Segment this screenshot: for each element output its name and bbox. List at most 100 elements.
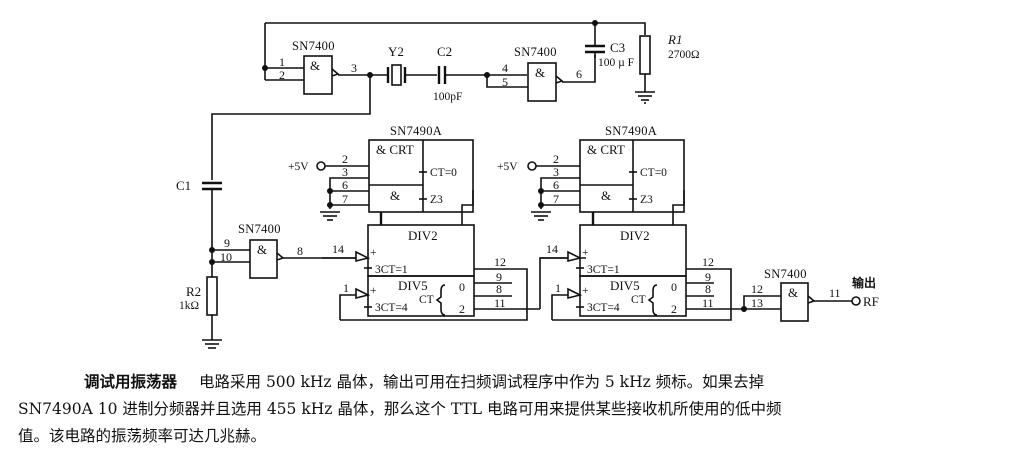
r2-value: 1kΩ [179, 300, 199, 312]
gate-u1-pin2: 2 [279, 68, 285, 82]
gate-u3-pin8: 8 [297, 244, 303, 258]
counter2-pin11: 11 [702, 296, 714, 310]
wire-to-c1 [211, 75, 371, 180]
c2-ref: C2 [437, 44, 452, 59]
counter1-and-label: & [390, 188, 400, 203]
nand-gate-u4: SN7400 & 12 13 11 输出 RF [743, 267, 879, 322]
counter1-pin8: 8 [496, 282, 502, 296]
gate-u2-pin4: 4 [502, 61, 508, 75]
counter2-div2-label: DIV2 [620, 228, 650, 243]
gate-u3-symbol: & [257, 242, 267, 257]
gate-u2-chip-label: SN7400 [514, 45, 557, 59]
nand-gate-u1: SN7400 & 1 2 3 [262, 39, 388, 95]
counter2-pin1: 1 [555, 281, 561, 295]
counter1-out2: 2 [459, 302, 465, 316]
counter2-pin2: 2 [553, 152, 559, 166]
gate-u4-pin13: 13 [751, 296, 763, 310]
counter1-ct1-label: 3CT=1 [375, 264, 408, 276]
counter1-vcc-label: +5V [288, 161, 309, 173]
counter2-ct4-label: 3CT=4 [587, 302, 620, 314]
counter1-pin11: 11 [494, 296, 506, 310]
wire-counter1-to-counter2 [539, 257, 586, 309]
gate-u4-chip-label: SN7400 [764, 267, 807, 281]
counter1-pin14: 14 [332, 242, 344, 256]
counter2-pin3: 3 [553, 165, 559, 179]
output-label-rf: RF [863, 294, 879, 309]
nand-gate-u3: SN7400 & 9 10 8 [212, 222, 365, 279]
counter1-pin2: 2 [342, 152, 348, 166]
counter1-pin6: 6 [342, 178, 348, 192]
r1-ref: R1 [667, 32, 682, 47]
counter-sn7490a-2: SN7490A & CRT & CT=0 Z3 +5V 2 3 6 7 DIV2… [497, 124, 747, 321]
counter2-pin7: 7 [553, 192, 559, 206]
counter2-div5-label: DIV5 [610, 278, 640, 293]
gate-u4-pin11: 11 [829, 286, 841, 300]
caption-line-1: 调试用振荡器 电路采用 500 kHz 晶体，输出可用在扫频调试程序中作为 5 k… [18, 368, 998, 396]
counter1-pin7: 7 [342, 192, 348, 206]
counter2-pin12: 12 [702, 255, 714, 269]
counter1-pin12: 12 [494, 255, 506, 269]
gate-u3-chip-label: SN7400 [238, 222, 281, 236]
counter2-pin14: 14 [546, 242, 558, 256]
counter1-pin9: 9 [496, 270, 502, 284]
gate-u1-pin3: 3 [351, 61, 357, 75]
gate-u1-symbol: & [310, 58, 320, 73]
counter1-crt-label: & CRT [376, 142, 414, 157]
counter1-ct4-label: 3CT=4 [375, 302, 408, 314]
counter2-z3-label: Z3 [640, 194, 653, 206]
gate-u4-pin12: 12 [751, 282, 763, 296]
output-label-cn: 输出 [852, 275, 876, 290]
r2-ref: R2 [186, 284, 201, 299]
c1-ref: C1 [176, 178, 191, 193]
counter2-ct1-label: 3CT=1 [587, 264, 620, 276]
counter2-pin8: 8 [705, 282, 711, 296]
caption-line-3: 值。该电路的振荡频率可达几兆赫。 [18, 427, 267, 445]
counter1-z3-label: Z3 [430, 194, 443, 206]
counter1-div2-label: DIV2 [408, 228, 438, 243]
caption-text-1: 电路采用 500 kHz 晶体，输出可用在扫频调试程序中作为 5 kHz 频标。… [199, 373, 765, 391]
svg-text:+: + [582, 285, 589, 297]
counter2-chip-label: SN7490A [605, 124, 657, 138]
figure-caption: 调试用振荡器 电路采用 500 kHz 晶体，输出可用在扫频调试程序中作为 5 k… [18, 368, 998, 450]
counter1-ct0-label: CT=0 [430, 167, 457, 179]
counter1-out0: 0 [459, 280, 465, 294]
counter2-crt-label: & CRT [587, 142, 625, 157]
crystal-y2: Y2 [386, 44, 437, 86]
r1-value: 2700Ω [668, 49, 700, 61]
svg-text:+: + [370, 285, 377, 297]
c2-value: 100pF [433, 91, 462, 103]
capacitor-c3: C3 100 µ F [585, 23, 634, 69]
counter2-pin6: 6 [553, 178, 559, 192]
counter2-vcc-label: +5V [497, 161, 518, 173]
counter1-ct-label: CT [419, 294, 434, 306]
c3-ref: C3 [610, 40, 625, 55]
counter2-and-label: & [601, 188, 611, 203]
counter2-out2: 2 [671, 302, 677, 316]
gate-u3-pin9: 9 [224, 236, 230, 250]
c3-value: 100 µ F [598, 57, 634, 69]
gate-u2-pin6: 6 [576, 67, 582, 81]
oscillator-schematic: SN7400 & 1 2 3 Y2 C2 100pF SN7400 & 4 [176, 20, 879, 349]
resistor-r2: R2 1kΩ [179, 262, 222, 349]
counter-sn7490a-1: SN7490A & CRT & CT=0 Z3 +5V 2 3 6 7 DIV2… [288, 124, 540, 321]
gate-u3-pin10: 10 [220, 250, 232, 264]
caption-line-2: SN7490A 10 进制分频器并且选用 455 kHz 晶体，那么这个 TTL… [18, 400, 782, 418]
gate-u2-symbol: & [535, 65, 545, 80]
svg-text:+: + [582, 247, 589, 259]
gate-u4-symbol: & [788, 285, 798, 300]
counter2-ct0-label: CT=0 [640, 167, 667, 179]
gate-u1-pin1: 1 [279, 55, 285, 69]
caption-title: 调试用振荡器 [84, 372, 178, 391]
counter2-pin9: 9 [705, 270, 711, 284]
counter1-chip-label: SN7490A [390, 124, 442, 138]
crystal-ref: Y2 [388, 44, 404, 59]
svg-text:+: + [370, 247, 377, 259]
counter1-pin3: 3 [342, 165, 348, 179]
capacitor-c2: C2 100pF [433, 44, 527, 103]
rf-output-terminal [851, 296, 861, 306]
gate-u2-pin5: 5 [502, 75, 508, 89]
counter2-ct-label: CT [631, 294, 646, 306]
nand-gate-u2: SN7400 & 4 5 6 [486, 45, 596, 102]
counter2-out0: 0 [671, 280, 677, 294]
capacitor-c1: C1 [176, 178, 222, 265]
